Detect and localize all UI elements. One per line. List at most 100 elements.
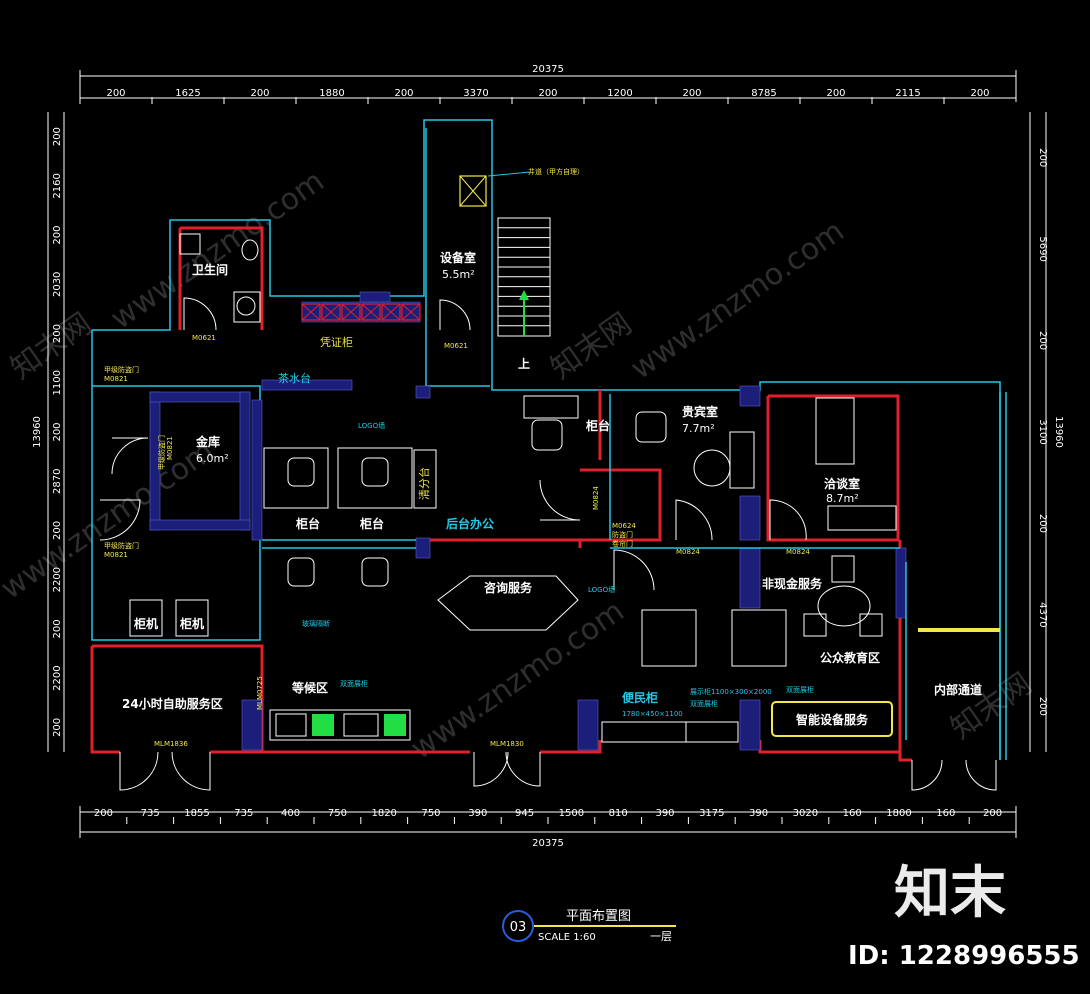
top-seg-label: 200 bbox=[394, 88, 413, 99]
voucher-cabinet-cross bbox=[401, 303, 421, 321]
watermark-brand-2: 知末网 bbox=[545, 306, 639, 386]
note-door-m0824b: M0824 bbox=[786, 548, 810, 556]
staircase bbox=[497, 217, 551, 337]
top-seg-label: 200 bbox=[538, 88, 557, 99]
doors bbox=[99, 297, 997, 791]
note-mlm: MLM0725 bbox=[256, 676, 264, 710]
top-total-dim: 20375 bbox=[532, 64, 564, 75]
note-door-back: M0624 bbox=[612, 522, 636, 530]
voucher-cabinet-box bbox=[341, 303, 361, 321]
left-seg-label: 1100 bbox=[52, 370, 63, 395]
room-atm-2: 柜机 bbox=[179, 616, 204, 631]
bot-seg-label: 3175 bbox=[699, 808, 724, 819]
note-door-a-code: M0821 bbox=[104, 375, 128, 383]
note-door-entry-1: MLM1836 bbox=[154, 740, 188, 748]
left-seg-label: 200 bbox=[52, 127, 63, 146]
right-seg-label: 4370 bbox=[1037, 602, 1048, 627]
right-seg-label: 200 bbox=[1037, 514, 1048, 533]
left-dimensions: 13960 2002160200203020011002002870200220… bbox=[32, 112, 65, 752]
bot-seg-label: 735 bbox=[141, 808, 160, 819]
note-door-vault: 甲级防盗门 bbox=[157, 435, 166, 470]
watermark-site-1: www.znzmo.com bbox=[105, 164, 331, 337]
note-door-shutter: 卷帘门 bbox=[612, 539, 633, 548]
room-vault-area: 6.0m² bbox=[196, 452, 229, 465]
bot-seg-label: 945 bbox=[515, 808, 534, 819]
note-door-m0824: M0824 bbox=[676, 548, 700, 556]
title-scale: SCALE 1:60 bbox=[538, 932, 596, 943]
voucher-cabinet-box bbox=[321, 303, 341, 321]
top-seg-label: 200 bbox=[682, 88, 701, 99]
left-seg-label: 2870 bbox=[52, 469, 63, 494]
note-door-entry-2: MLM1830 bbox=[490, 740, 524, 748]
brand-id: ID: 1228996555 bbox=[848, 941, 1080, 971]
left-total-dim: 13960 bbox=[32, 416, 43, 448]
room-vip-area: 7.7m² bbox=[682, 422, 715, 435]
left-seg-label: 200 bbox=[52, 324, 63, 343]
bot-seg-label: 160 bbox=[936, 808, 955, 819]
toilet-fixtures bbox=[179, 233, 261, 323]
left-seg-label: 200 bbox=[52, 422, 63, 441]
watermark-site-2: www.znzmo.com bbox=[625, 214, 851, 387]
note-door-m0621b: M0621 bbox=[444, 342, 468, 350]
top-seg-label: 200 bbox=[970, 88, 989, 99]
room-convenience: 便民柜 bbox=[622, 690, 658, 705]
room-counter-2: 柜台 bbox=[359, 516, 384, 531]
voucher-cabinet-box bbox=[361, 303, 381, 321]
top-seg-label: 200 bbox=[250, 88, 269, 99]
note-convenience-spec: 1780×450×1100 bbox=[622, 710, 683, 718]
note-door-m0824c: M0824 bbox=[592, 486, 600, 510]
note-display-1: 双面展柜 bbox=[340, 679, 368, 688]
note-door-vault-code: M0821 bbox=[166, 436, 174, 460]
note-door-m0621: M0621 bbox=[192, 334, 216, 342]
brand-logo: 知末 bbox=[894, 861, 1006, 926]
left-seg-label: 200 bbox=[52, 226, 63, 245]
label-sorting: 清分台 bbox=[417, 467, 431, 500]
room-smart: 智能设备服务 bbox=[795, 712, 869, 727]
left-seg-label: 200 bbox=[52, 718, 63, 737]
bot-seg-label: 735 bbox=[234, 808, 253, 819]
bot-seg-label: 1500 bbox=[559, 808, 584, 819]
note-door-b: 甲级防盗门 bbox=[104, 541, 139, 550]
bot-seg-label: 390 bbox=[655, 808, 674, 819]
furniture bbox=[129, 395, 897, 743]
room-non-cash: 非现金服务 bbox=[762, 576, 823, 591]
bot-seg-label: 810 bbox=[609, 808, 628, 819]
bot-seg-label: 200 bbox=[983, 808, 1002, 819]
bot-seg-label: 390 bbox=[468, 808, 487, 819]
right-seg-label: 200 bbox=[1037, 148, 1048, 167]
note-logo-wall-2: LOGO墙 bbox=[588, 585, 615, 594]
room-waiting: 等候区 bbox=[291, 680, 328, 695]
room-negotiation-area: 8.7m² bbox=[826, 492, 859, 505]
title-block: 03 平面布置图 SCALE 1:60 一层 bbox=[502, 909, 676, 943]
room-back-office: 后台办公 bbox=[446, 516, 494, 531]
bot-seg-label: 1820 bbox=[371, 808, 396, 819]
room-counter-1: 柜台 bbox=[295, 516, 320, 531]
equipment-shaft bbox=[459, 171, 531, 207]
right-seg-label: 200 bbox=[1037, 331, 1048, 350]
top-seg-label: 1200 bbox=[607, 88, 632, 99]
room-equipment: 设备室 bbox=[440, 250, 476, 265]
voucher-cabinet-box bbox=[301, 303, 321, 321]
voucher-cabinet-cross bbox=[381, 303, 401, 321]
top-seg-label: 8785 bbox=[751, 88, 776, 99]
left-seg-label: 2030 bbox=[52, 272, 63, 297]
internal-passage-bar bbox=[918, 628, 1000, 632]
note-display-3: 双面展柜 bbox=[786, 685, 814, 694]
label-voucher: 凭证柜 bbox=[320, 335, 353, 349]
bot-seg-label: 750 bbox=[421, 808, 440, 819]
smart-service-box bbox=[771, 701, 893, 737]
left-seg-label: 200 bbox=[52, 619, 63, 638]
room-self-service: 24小时自助服务区 bbox=[122, 696, 223, 711]
room-education: 公众教育区 bbox=[820, 650, 880, 665]
top-seg-label: 1625 bbox=[175, 88, 200, 99]
bot-seg-label: 400 bbox=[281, 808, 300, 819]
note-display-2: 双面展柜 bbox=[690, 699, 718, 708]
voucher-cabinet-cross bbox=[301, 303, 321, 321]
watermark-brand-3: 知末网 bbox=[945, 666, 1039, 746]
room-atm-1: 柜机 bbox=[133, 616, 158, 631]
room-consult: 咨询服务 bbox=[484, 580, 533, 595]
left-seg-label: 2200 bbox=[52, 665, 63, 690]
